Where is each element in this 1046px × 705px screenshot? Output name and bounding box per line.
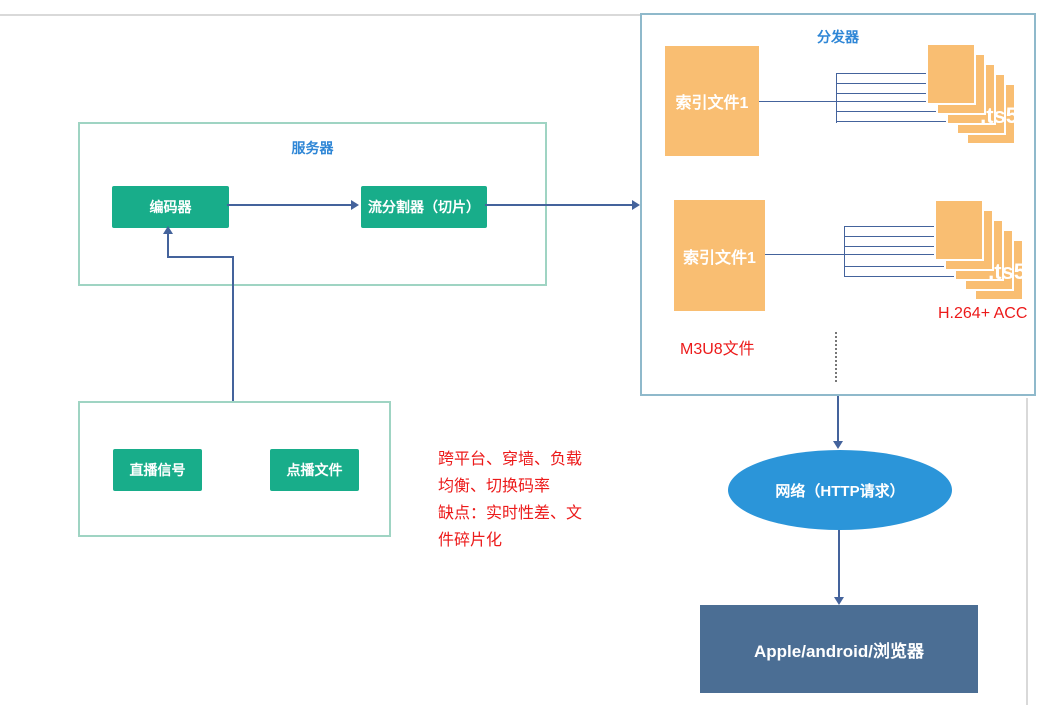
segment-line-1e: [836, 111, 972, 112]
source-to-encoder-line-h: [167, 256, 233, 258]
index-file-node-2-label: 索引文件1: [683, 249, 756, 267]
ts-stack-2-card-1: [934, 199, 984, 261]
network-ellipse: 网络（HTTP请求）: [728, 450, 952, 530]
segment-line-1f: [836, 121, 982, 122]
segment-line-1a: [836, 73, 932, 74]
page-top-rule: [0, 14, 640, 16]
ts-stack-1-label: .ts5: [980, 103, 1018, 128]
ts-stack-1-card-1: [926, 43, 976, 105]
index-file-node-1: 索引文件1: [665, 46, 759, 156]
segment-line-2d: [844, 254, 964, 255]
encoder-to-slicer-line: [227, 204, 353, 206]
slicer-node: 流分割器（切片）: [361, 186, 487, 228]
pros-cons-line-4: 件碎片化: [438, 532, 503, 549]
segment-line-1d: [836, 101, 962, 102]
segment-line-2e: [844, 266, 974, 267]
slicer-to-distributor-line: [485, 204, 633, 206]
live-signal-node: 直播信号: [113, 449, 202, 491]
index-to-segments-line-2: [765, 254, 844, 255]
index-to-segments-line-1: [759, 101, 836, 102]
server-box: 服务器 编码器 流分割器（切片）: [78, 122, 547, 286]
client-box: Apple/android/浏览器: [700, 605, 978, 693]
pros-cons-notes: 跨平台、穿墙、负载 均衡、切换码率 缺点：实时性差、文 件碎片化: [438, 446, 582, 554]
segment-bracket-2: [844, 226, 845, 277]
ts-stack-2-label: .ts5: [988, 259, 1026, 284]
slicer-node-label: 流分割器（切片）: [368, 199, 480, 215]
index-file-node-1-label: 索引文件1: [675, 95, 749, 112]
vod-file-node: 点播文件: [270, 449, 359, 491]
source-to-encoder-line-v1: [167, 233, 169, 257]
live-signal-node-label: 直播信号: [129, 462, 186, 478]
encoder-node-label: 编码器: [149, 199, 192, 215]
m3u8-label: M3U8文件: [680, 341, 755, 358]
pros-cons-line-3: 缺点：实时性差、文: [438, 505, 583, 522]
segment-line-2b: [844, 236, 944, 237]
page-right-rule: [1026, 398, 1028, 705]
segment-bracket-1: [836, 73, 837, 123]
source-to-encoder-arrowhead: [163, 226, 173, 234]
server-box-title: 服务器: [291, 140, 334, 156]
pros-cons-line-1: 跨平台、穿墙、负载: [438, 451, 583, 468]
segment-line-2c: [844, 246, 954, 247]
pros-cons-line-2: 均衡、切换码率: [438, 478, 551, 495]
distributor-to-network-arrowhead: [833, 441, 843, 449]
client-box-label: Apple/android/浏览器: [754, 641, 924, 661]
segment-line-2f: [844, 276, 984, 277]
network-to-client-arrowhead: [834, 597, 844, 605]
more-rows-ellipsis: [835, 332, 837, 382]
index-file-node-2: 索引文件1: [674, 200, 765, 311]
distributor-to-network-line: [837, 396, 839, 442]
segment-line-1b: [836, 83, 942, 84]
slicer-to-distributor-arrowhead: [632, 200, 640, 210]
vod-file-node-label: 点播文件: [286, 462, 343, 478]
segment-line-1c: [836, 93, 952, 94]
network-to-client-line: [838, 530, 840, 598]
distributor-box-title: 分发器: [817, 29, 859, 45]
encoder-to-slicer-arrowhead: [351, 200, 359, 210]
codec-label: H.264+ ACC: [938, 305, 1028, 322]
network-ellipse-label: 网络（HTTP请求）: [775, 482, 905, 500]
distributor-box: 分发器 索引文件1 .ts5 索引文件1: [640, 13, 1036, 396]
segment-line-2a: [844, 226, 934, 227]
encoder-node: 编码器: [112, 186, 229, 228]
source-box: 直播信号 点播文件: [78, 401, 391, 537]
source-to-encoder-line-v2: [232, 256, 234, 401]
